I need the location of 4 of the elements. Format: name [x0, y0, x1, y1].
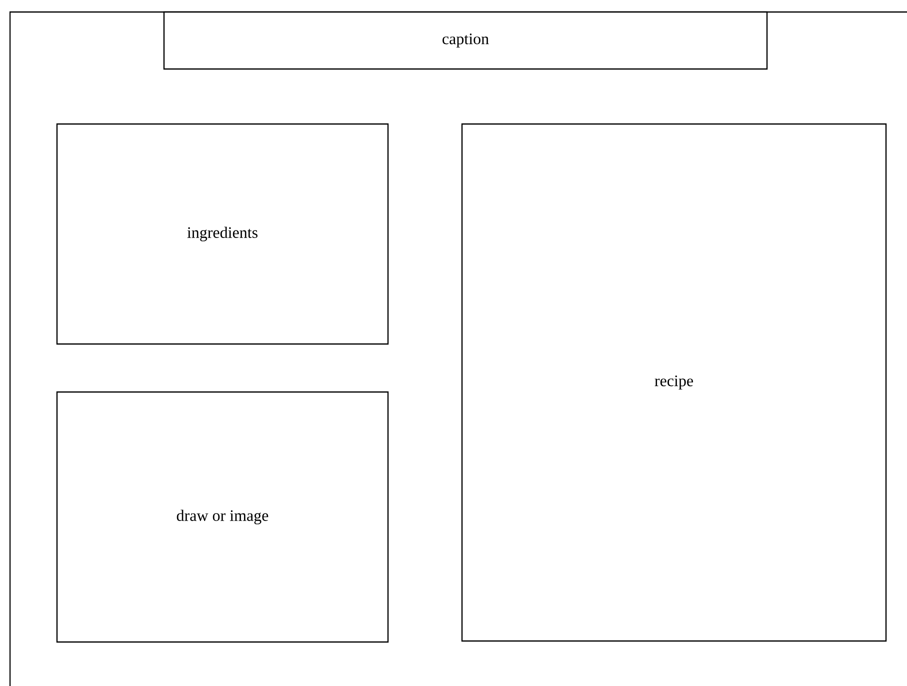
image-box: draw or image	[56, 391, 389, 643]
caption-box: caption	[163, 11, 768, 70]
recipe-box: recipe	[461, 123, 887, 642]
ingredients-box: ingredients	[56, 123, 389, 345]
